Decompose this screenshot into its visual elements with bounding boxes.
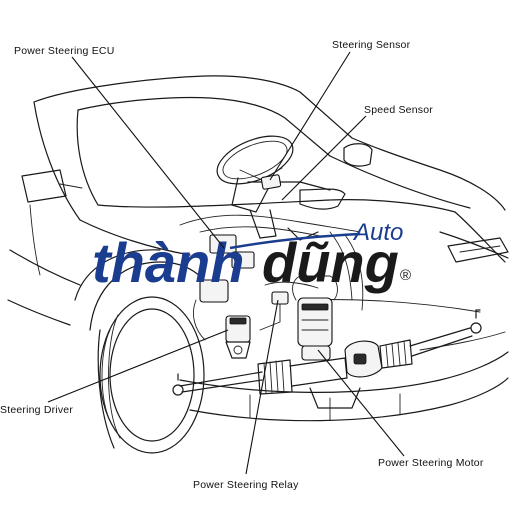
- watermark-swoosh: [229, 232, 361, 250]
- ecu-cluster-drawing: [193, 234, 319, 359]
- labels: Power Steering ECU Steering Sensor Speed…: [0, 39, 484, 491]
- steering-rack-drawing: [172, 309, 482, 396]
- watermark-auto: Auto: [352, 219, 403, 246]
- label-motor: Power Steering Motor: [378, 457, 484, 469]
- leader-driver: [47, 329, 229, 403]
- label-speed-sensor: Speed Sensor: [364, 104, 433, 116]
- leader-lines: [47, 51, 405, 475]
- label-relay: Power Steering Relay: [193, 479, 299, 491]
- label-driver: Steering Driver: [0, 404, 73, 416]
- watermark-reg: ®: [400, 267, 411, 284]
- leader-motor: [317, 349, 405, 457]
- watermark-part1: thành: [92, 231, 244, 294]
- leader-steering-sensor: [269, 51, 351, 181]
- steering-wheel-drawing: [179, 135, 364, 311]
- leader-ecu: [71, 56, 225, 249]
- watermark-part2: dũng: [262, 231, 399, 294]
- motor-drawing: [292, 275, 338, 361]
- leader-speed-sensor: [281, 115, 367, 201]
- label-ecu: Power Steering ECU: [14, 45, 114, 57]
- car-body-drawing: [7, 75, 509, 454]
- label-steering-sensor: Steering Sensor: [332, 39, 411, 51]
- leader-relay: [245, 299, 279, 475]
